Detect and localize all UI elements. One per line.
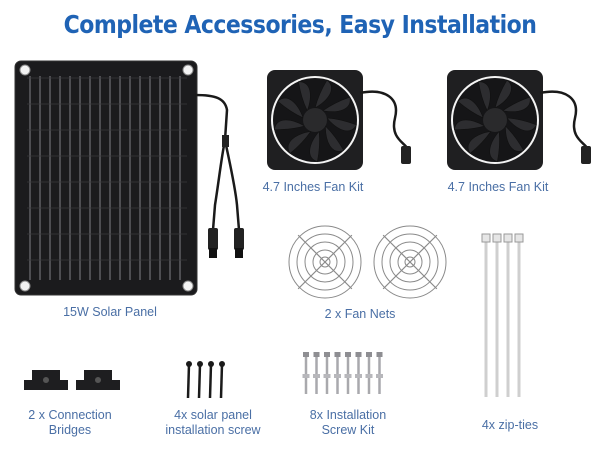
install-screw-label: 8x Installation Screw Kit: [283, 408, 413, 438]
fan-kit-label-2: 4.7 Inches Fan Kit: [447, 180, 549, 194]
solar-screws-image: [186, 361, 225, 399]
solar-screw-label-line1: 4x solar panel: [174, 408, 252, 422]
solar-panel-label: 15W Solar Panel: [63, 305, 157, 319]
fan-2-image: [447, 70, 591, 170]
page-title: Complete Accessories, Easy Installation: [63, 10, 537, 39]
solar-panel-image: [14, 60, 198, 296]
bridges-label-line2: Bridges: [48, 423, 92, 437]
install-screw-label-line1: 8x Installation: [309, 408, 387, 422]
solar-panel-cable: [194, 93, 244, 258]
fan-kit-label-1: 4.7 Inches Fan Kit: [262, 180, 364, 194]
zip-ties-image: [481, 233, 524, 397]
installation-screws-image: [302, 352, 383, 394]
brackets-image: [24, 370, 120, 390]
fan-nets-label: 2 x Fan Nets: [324, 307, 396, 321]
solar-screw-label-line2: installation screw: [165, 423, 261, 437]
bridges-label: 2 x Connection Bridges: [5, 408, 135, 438]
fan-1-image: [267, 70, 411, 170]
solar-screw-label: 4x solar panel installation screw: [148, 408, 278, 438]
bridges-label-line1: 2 x Connection: [28, 408, 112, 422]
zip-ties-label: 4x zip-ties: [481, 418, 539, 432]
install-screw-label-line2: Screw Kit: [321, 423, 375, 437]
fan-nets-image: [288, 225, 447, 299]
